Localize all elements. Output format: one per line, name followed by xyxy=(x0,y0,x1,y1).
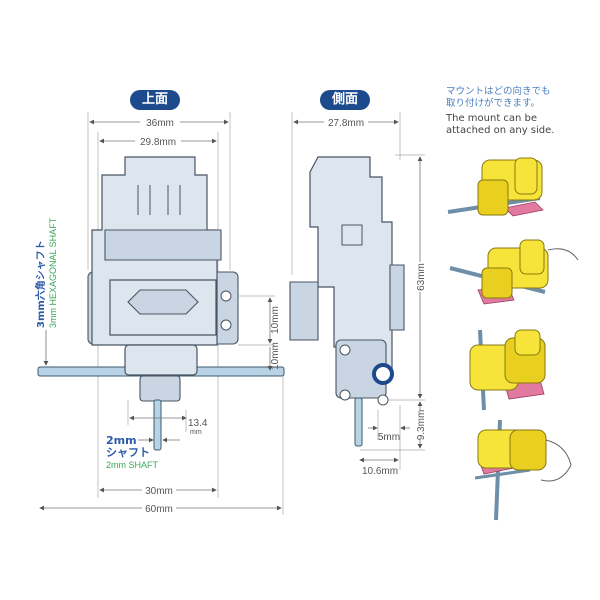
side-body xyxy=(309,156,403,378)
dim-30mm: 30mm xyxy=(145,486,173,497)
2mm-shaft xyxy=(153,399,162,451)
dim-10mm-mount: 10mm xyxy=(270,306,281,334)
note-jp-1: マウントはどの向きでも xyxy=(446,86,551,97)
note-jp-2: 取り付けができます。 xyxy=(446,98,541,109)
shaft2-en: 2mm SHAFT xyxy=(106,460,159,470)
dim-36mm: 36mm xyxy=(146,118,174,129)
dim-13-4-unit: mm xyxy=(190,429,202,436)
shaft2-jp-2: シャフト xyxy=(106,446,150,459)
dim-5mm: 5mm xyxy=(378,432,400,443)
dim-13-4: 13.4 xyxy=(188,418,208,429)
hex-shaft-jp: 3mm六角シャフト xyxy=(34,240,47,328)
mount-note: マウントはどの向きでも 取り付けができます。 The mount can be … xyxy=(446,86,554,137)
mount-example-1 xyxy=(447,157,544,217)
hex-shaft-en: 3mm HEXAGONAL SHAFT xyxy=(48,217,58,328)
dim-27-8mm: 27.8mm xyxy=(328,118,364,129)
side-view-drawing: 27.8mm 63mm 9.3mm 5mm 10.6mm xyxy=(289,112,427,477)
output-hub xyxy=(372,363,394,385)
side-view-title: 側面 xyxy=(320,90,370,110)
dim-60mm: 60mm xyxy=(145,504,173,515)
note-en-1: The mount can be xyxy=(446,113,538,124)
shaft2-jp-1: 2mm xyxy=(106,434,137,447)
dim-10-6mm: 10.6mm xyxy=(362,466,398,477)
mount-example-3 xyxy=(469,329,546,411)
dim-29-8mm: 29.8mm xyxy=(140,137,176,148)
dim-9-3mm: 9.3mm xyxy=(416,410,427,441)
mount-example-4 xyxy=(474,419,572,521)
top-view-drawing: 36mm 29.8mm 10mm 10mm 13.4 mm 2mm シャフト 2… xyxy=(34,112,285,515)
dim-63mm: 63mm xyxy=(416,263,427,291)
mount-example-2 xyxy=(449,239,579,305)
note-en-2: attached on any side. xyxy=(446,125,555,136)
top-view-title: 上面 xyxy=(130,90,180,110)
side-2mm-shaft xyxy=(354,397,363,447)
dim-10mm-shaft: 10mm xyxy=(270,342,281,370)
